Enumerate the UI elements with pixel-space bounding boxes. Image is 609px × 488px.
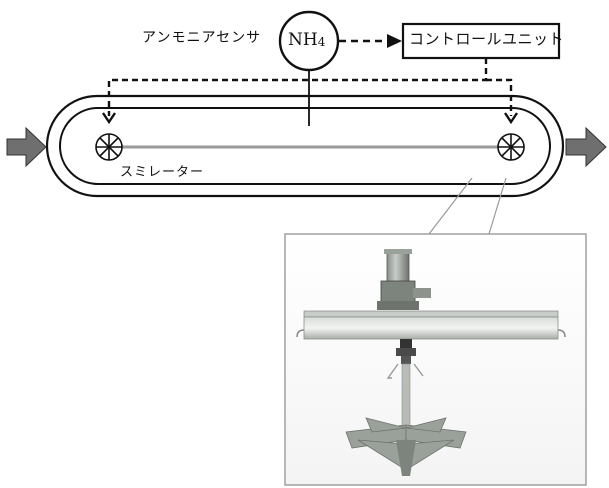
stimulator-left-icon: [95, 133, 123, 161]
nh4-main-text: NH: [288, 30, 318, 50]
control-to-stimulator-signal: [107, 58, 513, 116]
stimulator-label: スミレーター: [120, 165, 205, 180]
control-unit-label: コントロールユニット: [409, 30, 565, 48]
nh4-sensor-symbol: NH4: [288, 32, 325, 49]
stimulator-right-icon: [497, 133, 525, 161]
oxidation-ditch-tank: [45, 94, 565, 198]
inlet-arrow-icon: [6, 126, 47, 168]
photo-callout-lines: [428, 177, 507, 235]
ammonia-sensor-label: アンモニアセンサ: [142, 30, 262, 46]
control-arrowheads: [102, 112, 518, 125]
outlet-arrow-icon: [565, 126, 607, 168]
sensor-to-control-signal: [339, 34, 402, 48]
control-unit-box: [401, 22, 561, 60]
nh4-subscript: 4: [317, 35, 326, 49]
nh4-sensor: [278, 10, 340, 126]
stimulator-photo: [284, 233, 587, 486]
